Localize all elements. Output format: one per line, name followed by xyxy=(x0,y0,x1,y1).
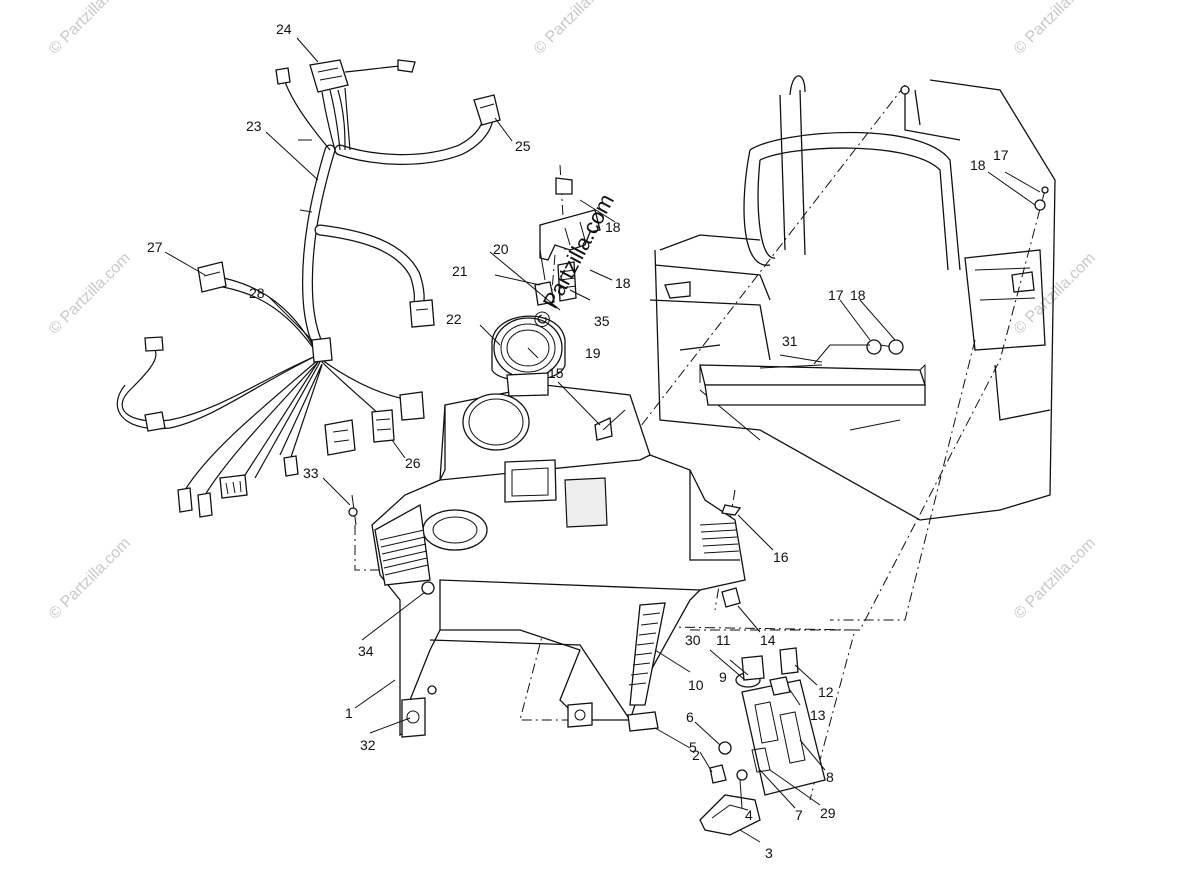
callout-26: 24 xyxy=(276,21,292,37)
watermark-main: © Partzilla.com xyxy=(527,190,619,333)
callout-3: 3 xyxy=(765,845,773,861)
callout-36: 34 xyxy=(358,643,374,659)
callout-27: 25 xyxy=(515,138,531,154)
callout-30: 28 xyxy=(249,285,265,301)
callout-29: 27 xyxy=(147,239,163,255)
switch-plate-assembly xyxy=(699,647,826,836)
callout-12: 12 xyxy=(818,684,834,700)
gauge xyxy=(491,315,566,397)
callout-9: 9 xyxy=(719,669,727,685)
leader-lines xyxy=(164,37,1041,843)
callout-33: 31 xyxy=(782,333,798,349)
wiring-harness xyxy=(116,59,501,518)
callout-14: 14 xyxy=(760,632,776,648)
vent-slots-left xyxy=(379,529,429,576)
callout-23: 21 xyxy=(452,263,468,279)
watermark-tile: © Partzilla.com xyxy=(1011,535,1099,623)
callout-22: 20 xyxy=(493,241,509,257)
callout-28: 26 xyxy=(405,455,421,471)
callout-labels: 24 23 25 27 28 26 33 34 1 32 18 20 18 21… xyxy=(147,21,1009,861)
callout-31: 29 xyxy=(820,805,836,821)
callout-21: 19 xyxy=(585,345,601,361)
callout-24: 22 xyxy=(446,311,462,327)
rail-33 xyxy=(699,363,926,406)
callout-17: 17 xyxy=(828,287,844,303)
watermark-tile: © Partzilla.com xyxy=(46,0,134,58)
callout-4: 4 xyxy=(745,807,753,823)
callout-7: 7 xyxy=(795,807,803,823)
callout-18: 18 xyxy=(850,287,866,303)
callout-35: 33 xyxy=(303,465,319,481)
callout-34: 32 xyxy=(360,737,376,753)
watermark-tile: © Partzilla.com xyxy=(46,250,134,338)
hardware-parts xyxy=(348,85,1049,732)
callout-2: 2 xyxy=(692,747,700,763)
callout-10: 10 xyxy=(688,677,704,693)
callout-13: 13 xyxy=(810,707,826,723)
callout-16: 16 xyxy=(773,549,789,565)
callout-15: 15 xyxy=(548,365,564,381)
vent-slots-right xyxy=(699,522,740,554)
callout-1: 1 xyxy=(345,705,353,721)
watermark-tile: © Partzilla.com xyxy=(46,535,134,623)
watermark-tile: © Partzilla.com xyxy=(1011,250,1099,338)
callout-18b: 18 xyxy=(970,157,986,173)
callout-25: 23 xyxy=(246,118,262,134)
callout-8: 8 xyxy=(826,769,834,785)
callout-17b: 17 xyxy=(993,147,1009,163)
callout-20: 18 xyxy=(605,219,621,235)
callout-11: 11 xyxy=(716,632,731,648)
console-housing xyxy=(371,384,746,738)
chassis-frame xyxy=(649,75,1056,521)
callout-32: 30 xyxy=(685,632,701,648)
watermark-tile: © Partzilla.com xyxy=(531,0,619,58)
callout-6: 6 xyxy=(686,709,694,725)
watermark-tile: © Partzilla.com xyxy=(1011,0,1099,58)
callout-19: 18 xyxy=(615,275,631,291)
callout-5: 5 xyxy=(689,739,697,755)
callout-37: 35 xyxy=(594,313,610,329)
